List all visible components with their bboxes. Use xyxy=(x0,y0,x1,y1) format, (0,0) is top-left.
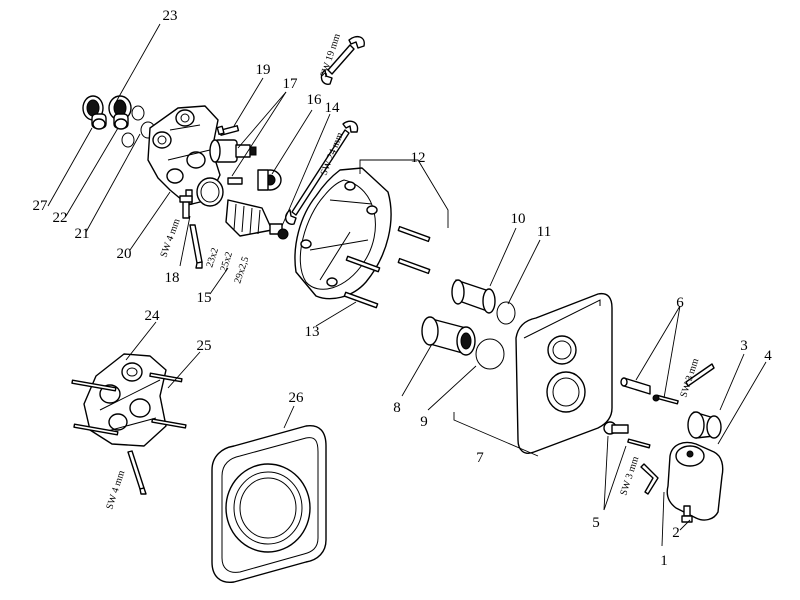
callout-12: 12 xyxy=(411,150,426,166)
callout-6: 6 xyxy=(676,295,684,311)
part-27-cartridge xyxy=(82,95,107,130)
leader-lines xyxy=(47,23,767,547)
callout-27: 27 xyxy=(33,198,49,214)
part-25-screws xyxy=(71,372,187,436)
callout-16: 16 xyxy=(307,92,323,108)
callout-20: 20 xyxy=(117,246,132,262)
part-3-handle xyxy=(687,411,722,439)
callout-numbers: 1 2 3 4 5 6 7 8 9 10 11 12 13 14 15 16 1… xyxy=(33,8,773,569)
part-17-spindle xyxy=(209,139,257,185)
label-sw19: SW 19 mm xyxy=(318,32,343,79)
callout-2: 2 xyxy=(672,525,680,541)
part-19-screw xyxy=(216,125,240,136)
part-13-screws xyxy=(343,225,431,309)
part-9-ring xyxy=(475,338,505,370)
callout-18: 18 xyxy=(165,270,180,286)
callout-21: 21 xyxy=(75,226,90,242)
callout-15: 15 xyxy=(197,290,212,306)
part-8-sleeve xyxy=(421,316,476,356)
dimension-25x2: 25x2 xyxy=(218,251,235,273)
part-1-handle xyxy=(666,441,724,521)
callout-26: 26 xyxy=(289,390,305,406)
callout-22: 22 xyxy=(53,210,68,226)
hex-key-sw3-right xyxy=(685,363,715,387)
callout-1: 1 xyxy=(660,553,668,569)
label-sw3-mid: SW 3 mm xyxy=(618,455,641,497)
callout-19: 19 xyxy=(256,62,271,78)
hex-key-sw3-mid xyxy=(640,463,659,495)
hex-key-sw4-bottom xyxy=(127,450,147,495)
callout-24: 24 xyxy=(145,308,161,324)
ring-seal xyxy=(196,177,224,207)
callout-5: 5 xyxy=(592,515,600,531)
callout-10: 10 xyxy=(511,211,526,227)
part-24-valve-body xyxy=(83,353,167,447)
tool-labels: SW 19 mm SW 24 mm SW 4 mm SW 4 mm SW 3 m… xyxy=(104,32,701,511)
part-5-bush xyxy=(603,421,651,449)
callout-11: 11 xyxy=(537,224,551,240)
part-2-screw xyxy=(681,505,693,523)
callout-8: 8 xyxy=(393,400,401,416)
part-11-ring xyxy=(496,301,516,325)
part-22-cartridge xyxy=(108,95,132,130)
callout-3: 3 xyxy=(740,338,748,354)
label-sw4-top: SW 4 mm xyxy=(158,217,182,259)
hex-key-sw4-top xyxy=(189,224,203,269)
label-sw4-bottom: SW 4 mm xyxy=(104,469,127,511)
callout-23: 23 xyxy=(163,8,178,24)
callout-4: 4 xyxy=(764,348,772,364)
dimension-29x2-5: 29x2,5 xyxy=(232,255,251,285)
part-26-frame xyxy=(211,425,327,583)
callout-9: 9 xyxy=(420,414,428,430)
part-7-cover-plate xyxy=(515,292,613,454)
wrench-sw24 xyxy=(284,120,359,225)
callout-13: 13 xyxy=(305,324,320,340)
part-10-sleeve xyxy=(451,279,496,314)
callout-14: 14 xyxy=(325,100,341,116)
part-6-extension xyxy=(620,377,679,405)
part-16-nut xyxy=(257,169,282,191)
part-18-screw xyxy=(179,195,193,219)
callout-7: 7 xyxy=(476,450,484,466)
dimension-23x2: 23x2 xyxy=(204,247,221,269)
part-15-thermo-cartridge xyxy=(225,199,289,240)
callout-25: 25 xyxy=(197,338,212,354)
callout-17: 17 xyxy=(283,76,299,92)
wrench-sw19 xyxy=(320,35,365,85)
